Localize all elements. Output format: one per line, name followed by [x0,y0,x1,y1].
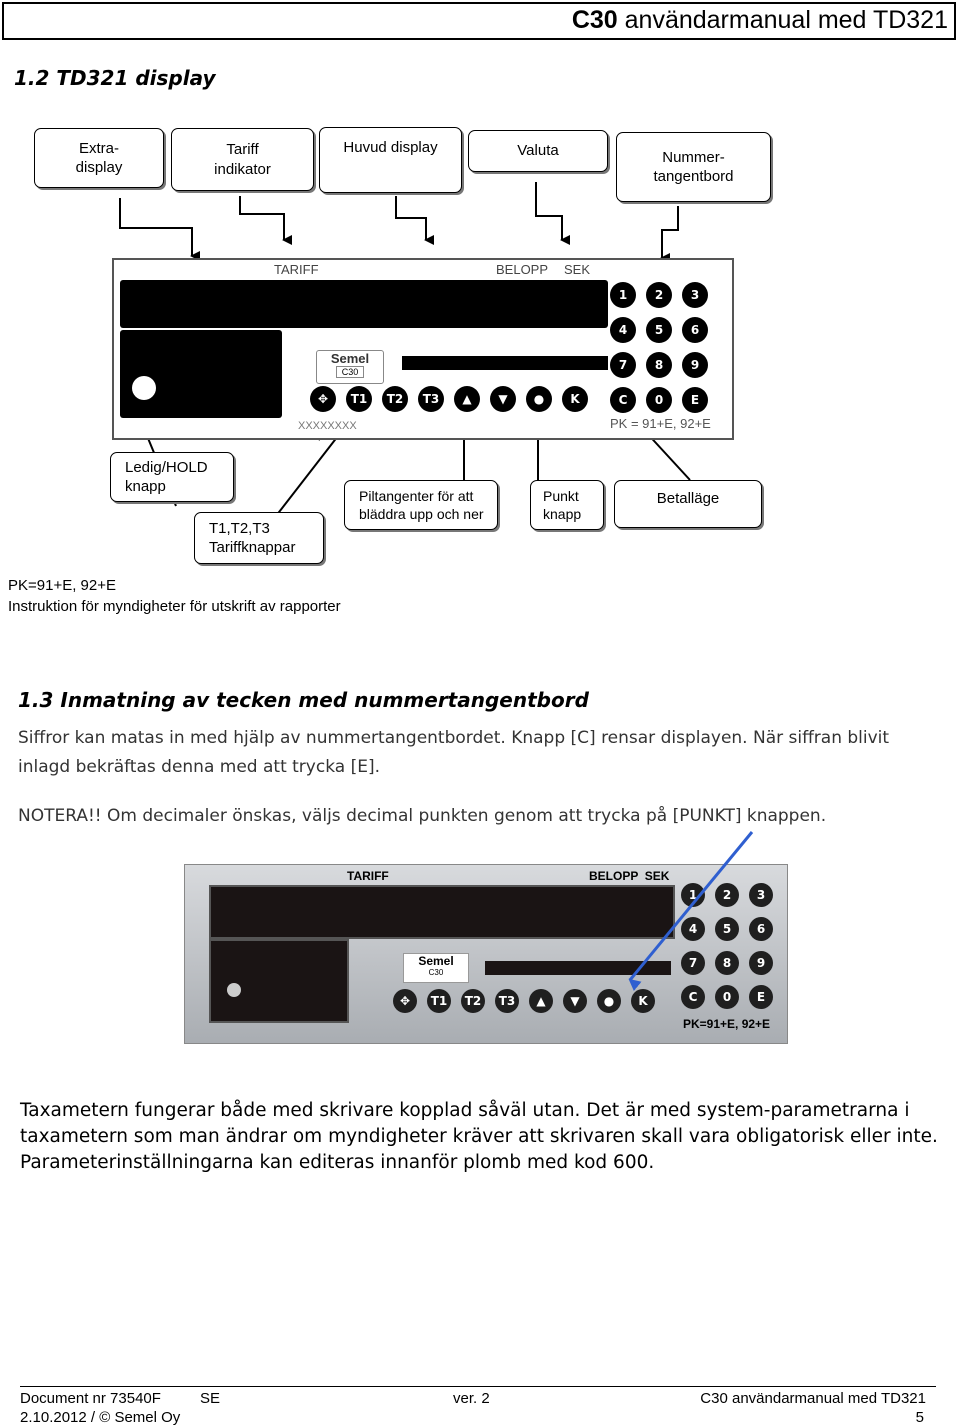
numpad-key-8-button[interactable]: 8 [646,352,672,378]
page-header-title: C30 användarmanual med TD321 [571,6,948,34]
key-punkt-button[interactable]: ● [526,386,552,412]
photo-extra-display [209,939,349,1023]
main-display [120,280,608,328]
footer-manual-title: C30 användarmanual med TD321 [700,1390,926,1407]
label-huvud-display: Huvud display [319,127,462,193]
numpad-key-1-button[interactable]: 1 [610,282,636,308]
numpad-key-c-button[interactable]: C [681,985,705,1009]
label-betallage: Betalläge [614,480,762,528]
photo-semel-logo: Semel C30 [403,953,469,983]
device-photo: TARIFF BELOPP SEK Semel C30 PK=91+E, 92+… [168,860,802,1046]
numpad-key-6-button[interactable]: 6 [682,317,708,343]
key-t2-button[interactable]: T2 [461,989,485,1013]
photo-label-tariff: TARIFF [347,869,389,883]
key-t3-button[interactable]: T3 [418,386,444,412]
numpad-key-0-button[interactable]: 0 [715,985,739,1009]
device-diagram: TARIFF BELOPP SEK Semel C30 XXXXXXXX PK … [112,258,734,440]
valuta-display [402,356,608,370]
key-down-button[interactable]: ▼ [563,989,587,1013]
hold-light [132,376,156,400]
footer-rule [20,1386,936,1387]
label-tariff-indikator: Tariff indikator [171,128,314,191]
device-label-sek: SEK [564,262,591,277]
footer-date: 2.10.2012 / © Semel Oy [20,1409,181,1426]
photo-panel: TARIFF BELOPP SEK Semel C30 PK=91+E, 92+… [184,864,788,1044]
numpad-key-7-button[interactable]: 7 [610,352,636,378]
device-label-belopp: BELOPP [496,262,549,277]
numpad-key-8-button[interactable]: 8 [715,951,739,975]
key-t1-button[interactable]: T1 [346,386,372,412]
numpad-key-c-button[interactable]: C [610,387,636,413]
key-t3-button[interactable]: T3 [495,989,519,1013]
section-title-1-2: 1.2 TD321 display [14,66,216,90]
label-nummertangentbord: Nummer- tangentbord [616,132,771,202]
key-up-button[interactable]: ▲ [529,989,553,1013]
hold-key-button[interactable]: ✥ [310,386,336,412]
key-down-button[interactable]: ▼ [490,386,516,412]
footer-version: ver. 2 [453,1390,490,1407]
numpad-key-9-button[interactable]: 9 [749,951,773,975]
device-pk-label: PK = 91+E, 92+E [610,416,711,431]
pk-instruction: Instruktion för myndigheter för utskrift… [8,598,341,615]
numpad-key-3-button[interactable]: 3 [749,883,773,907]
numpad-key-2-button[interactable]: 2 [715,883,739,907]
key-k-button[interactable]: K [631,989,655,1013]
pk-code: PK=91+E, 92+E [8,577,117,594]
footer-language: SE [200,1390,221,1407]
semel-logo: Semel C30 [316,350,384,384]
numpad-key-7-button[interactable]: 7 [681,951,705,975]
footer-doc-number: Document nr 73540F [20,1390,161,1407]
paragraph-notera: NOTERA!! Om decimaler önskas, väljs deci… [18,806,827,826]
numpad-key-e-button[interactable]: E [682,387,708,413]
photo-valuta-display [485,961,671,975]
hold-key-button[interactable]: ✥ [393,989,417,1013]
key-t2-button[interactable]: T2 [382,386,408,412]
label-piltangenter: Piltangenter för att bläddra upp och ner [344,480,498,530]
key-up-button[interactable]: ▲ [454,386,480,412]
numpad-key-4-button[interactable]: 4 [610,317,636,343]
numpad-key-6-button[interactable]: 6 [749,917,773,941]
label-tariffknappar: T1,T2,T3 Tariffknappar [194,512,324,564]
punkt-pointer-arrow [628,831,754,991]
numpad-key-2-button[interactable]: 2 [646,282,672,308]
label-valuta: Valuta [468,130,608,172]
paragraph-taxametern: Taxametern fungerar både med skrivare ko… [20,1100,938,1173]
photo-pk-label: PK=91+E, 92+E [683,1017,771,1031]
label-punkt-knapp: Punkt knapp [530,480,604,530]
label-extra-display: Extra- display [34,128,164,188]
photo-label-belopp: BELOPP SEK [589,869,670,883]
footer-page-number: 5 [915,1409,924,1426]
device-serial: XXXXXXXX [298,420,357,432]
paragraph-inmatning: Siffror kan matas in med hjälp av nummer… [18,728,890,777]
numpad-key-4-button[interactable]: 4 [681,917,705,941]
numpad-key-5-button[interactable]: 5 [646,317,672,343]
numpad-key-5-button[interactable]: 5 [715,917,739,941]
key-punkt-button[interactable]: ● [597,989,621,1013]
numpad-key-0-button[interactable]: 0 [646,387,672,413]
section-title-1-3: 1.3 Inmatning av tecken med nummertangen… [18,688,589,712]
numpad-key-e-button[interactable]: E [749,985,773,1009]
photo-main-display [209,885,675,939]
header-frame [2,2,956,40]
label-ledig-hold: Ledig/HOLD knapp [110,452,234,502]
numpad-key-3-button[interactable]: 3 [682,282,708,308]
key-k-button[interactable]: K [562,386,588,412]
numpad-key-9-button[interactable]: 9 [682,352,708,378]
photo-screw [227,983,241,997]
device-label-tariff: TARIFF [274,262,319,277]
extra-display [120,330,282,418]
key-t1-button[interactable]: T1 [427,989,451,1013]
